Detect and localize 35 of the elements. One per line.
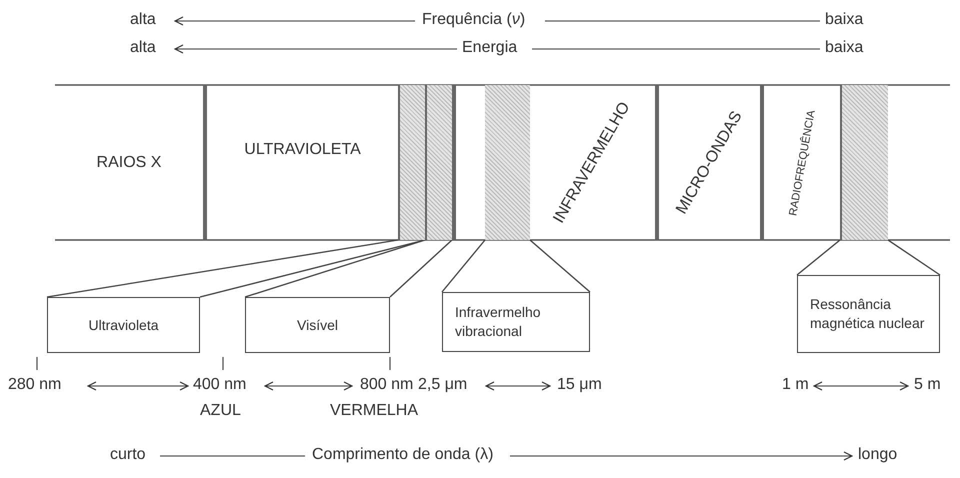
hatched-band (425, 85, 452, 240)
color-label: VERMELHA (330, 401, 418, 421)
detail-box: Ressonância magnética nuclear (797, 275, 940, 353)
wavelength-value: 2,5 μm (418, 375, 468, 395)
leader-line (46, 239, 398, 298)
wavelength-value: 1 m (782, 375, 809, 395)
hatched-band (485, 85, 530, 240)
scale-end-label: alta (130, 38, 156, 58)
scale-end-label: alta (130, 10, 156, 30)
leader-line (530, 240, 590, 292)
scale-end-label: baixa (825, 38, 864, 58)
wavelength-value: 15 μm (557, 375, 602, 395)
hatched-band (840, 85, 888, 240)
axis-title: Comprimento de onda (λ) (312, 445, 494, 465)
detail-box: Ultravioleta (47, 297, 200, 353)
wavelength-value: 800 nm (360, 375, 414, 395)
leader-line (390, 240, 452, 298)
color-label: AZUL (200, 401, 241, 421)
hatched-band (398, 85, 425, 240)
region-label: ULTRAVIOLETA (244, 141, 361, 159)
leader-line (442, 240, 486, 292)
axis-title: Energia (462, 38, 518, 58)
region-label: RAIOS X (96, 154, 162, 172)
leader-line (888, 239, 940, 276)
wavelength-value: 400 nm (193, 375, 246, 395)
scale-end-label: curto (110, 445, 146, 465)
detail-box: Infravermelho vibracional (442, 292, 590, 352)
wavelength-value: 5 m (914, 375, 941, 395)
leader-line (796, 240, 840, 276)
wavelength-value: 280 nm (8, 375, 62, 395)
leader-line (244, 239, 426, 298)
axis-title: Frequência (ν) (422, 10, 526, 30)
detail-box: Visível (245, 297, 390, 353)
scale-end-label: longo (858, 445, 898, 465)
scale-end-label: baixa (825, 10, 864, 30)
